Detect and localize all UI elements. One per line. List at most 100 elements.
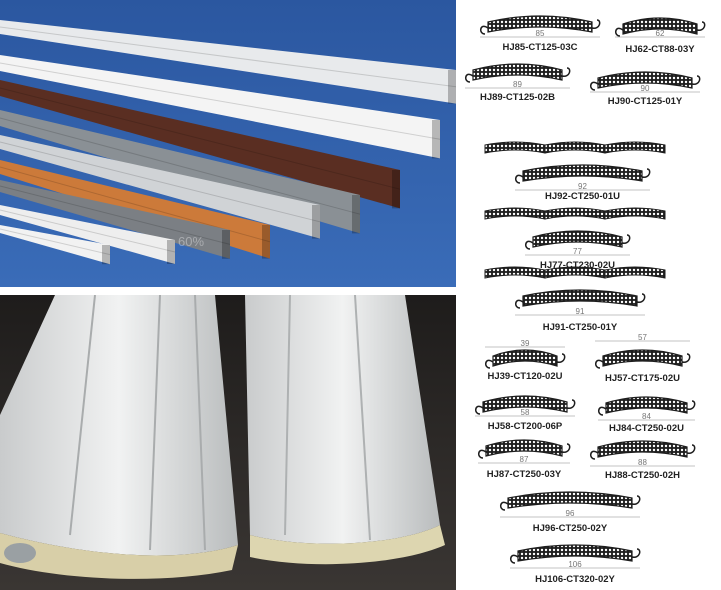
dimension-value: 57 xyxy=(638,333,647,342)
profile-label: HJ62-CT88-03Y xyxy=(625,44,695,55)
dimension-value: 92 xyxy=(578,182,587,191)
hook-left-icon xyxy=(598,406,607,416)
perforated-profile-shape xyxy=(482,395,568,413)
profile-label: HJ87-CT250-03Y xyxy=(487,469,562,480)
hook-left-icon xyxy=(510,554,519,564)
hook-left-icon xyxy=(590,450,599,460)
profile-label: HJ89-CT125-02B xyxy=(480,92,555,103)
shutter-slat xyxy=(0,225,110,265)
slat-left xyxy=(0,295,238,579)
hook-right-icon xyxy=(591,19,601,29)
perforated-profile-shape xyxy=(522,289,638,307)
hook-left-icon xyxy=(525,240,534,250)
profile-label: HJ77-CT230-02U xyxy=(540,260,615,271)
dimension-value: 87 xyxy=(520,455,529,464)
hook-right-icon xyxy=(636,293,646,303)
hook-left-icon xyxy=(485,359,494,369)
profile-label: HJ92-CT250-01U xyxy=(545,191,620,202)
hook-right-icon xyxy=(691,75,701,85)
hook-left-icon xyxy=(500,501,509,511)
profile-label: HJ90-CT125-01Y xyxy=(608,96,683,107)
perforated-profile-shape xyxy=(507,491,633,509)
profile-label: HJ39-CT120-02U xyxy=(488,371,563,382)
profile-label: HJ85-CT125-03C xyxy=(503,42,578,53)
hook-left-icon xyxy=(515,299,524,309)
shutter-slat xyxy=(0,205,175,264)
shutter-slat xyxy=(0,20,456,104)
perforated-profile-shape xyxy=(597,71,693,89)
perforated-profile-shape xyxy=(517,544,633,562)
hook-left-icon xyxy=(615,27,624,37)
slat-right xyxy=(245,295,445,565)
hook-right-icon xyxy=(641,168,651,178)
dimension-value: 96 xyxy=(566,509,575,518)
hook-right-icon xyxy=(621,234,631,244)
profile-label: HJ57-CT175-02U xyxy=(605,373,680,384)
shutter-slat xyxy=(0,80,400,209)
dimension-value: 88 xyxy=(638,458,647,467)
perforated-profile-shape xyxy=(522,164,643,182)
hook-right-icon xyxy=(631,495,641,505)
shutter-slat xyxy=(0,135,320,239)
foam-filled-slats-photo xyxy=(0,295,456,590)
dimension-value: 89 xyxy=(513,80,522,89)
watermark: 60% xyxy=(178,234,204,249)
perforated-profile-shape xyxy=(605,396,688,414)
hook-left-icon xyxy=(480,25,489,35)
perforated-profile-shape xyxy=(532,230,623,248)
hook-right-icon xyxy=(681,353,691,363)
perforated-profile-shape xyxy=(492,349,558,367)
hook-left-icon xyxy=(478,449,487,459)
hook-left-icon xyxy=(595,359,604,369)
perforated-profile-shape xyxy=(485,439,563,457)
dimension-value: 77 xyxy=(573,247,582,256)
shutter-slat xyxy=(0,55,440,159)
hook-right-icon xyxy=(561,67,571,77)
hook-left-icon xyxy=(590,81,599,91)
profile-label: HJ106-CT320-02Y xyxy=(535,574,615,585)
hook-right-icon xyxy=(696,21,706,31)
shutter-slat xyxy=(0,180,230,259)
hook-right-icon xyxy=(566,399,576,409)
dimension-value: 39 xyxy=(521,339,530,348)
dimension-value: 84 xyxy=(642,412,651,421)
profile-label: HJ84-CT250-02U xyxy=(609,423,684,434)
hook-right-icon xyxy=(686,444,696,454)
perforated-profile-shape xyxy=(622,17,698,35)
dimension-value: 106 xyxy=(568,560,582,569)
perforated-profile-shape xyxy=(602,349,683,367)
dimension-value: 62 xyxy=(656,29,665,38)
dimension-value: 90 xyxy=(641,84,650,93)
roller-shutter-slats-photo: 60% xyxy=(0,0,456,287)
hook-right-icon xyxy=(686,400,696,410)
dimension-value: 91 xyxy=(576,307,585,316)
profile-label: HJ91-CT250-01Y xyxy=(543,322,618,333)
dimension-value: 58 xyxy=(521,408,530,417)
perforated-profile-shape xyxy=(472,63,563,81)
profile-label: HJ96-CT250-02Y xyxy=(533,523,608,534)
hook-right-icon xyxy=(556,353,566,363)
hook-right-icon xyxy=(561,443,571,453)
hook-left-icon xyxy=(465,73,474,83)
hook-left-icon xyxy=(475,405,484,415)
hook-left-icon xyxy=(515,174,524,184)
perforated-profile-shape xyxy=(597,440,688,458)
dimension-value: 85 xyxy=(536,29,545,38)
perforated-profile-shape xyxy=(487,15,593,33)
